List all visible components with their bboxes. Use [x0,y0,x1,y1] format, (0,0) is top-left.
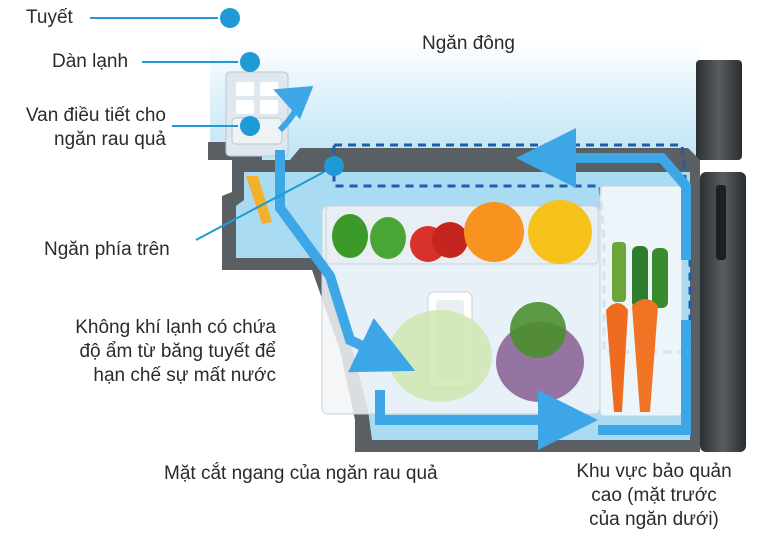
asparagus [612,242,626,302]
evaporator-vent [236,82,254,96]
airflow-arrow [273,85,314,133]
door-handle [716,185,726,260]
cabbage [388,310,492,402]
label-upper-compartment: Ngăn phía trên [44,239,170,260]
airflow-arrow [598,320,691,435]
green-pepper [332,214,368,258]
callout-dot [240,116,260,136]
callout-dot [220,8,240,28]
green-pepper [370,217,406,259]
orange [464,202,524,262]
airflow-arrow [516,128,691,260]
damper-flap [246,176,272,224]
label-valve: Van điều tiết cho ngăn rau quả [25,105,166,150]
upper-compartment-outline [332,143,692,354]
yellow-pepper [528,200,592,264]
evaporator-vent [260,82,278,96]
label-cold-air: Không khí lạnh có chứa độ ẩm từ băng tuy… [75,317,276,386]
airflow-arrow [375,390,598,450]
evaporator-vent [236,100,254,114]
cucumber [632,246,648,308]
broccoli [510,302,566,358]
lower-door [700,172,746,452]
label-snow: Tuyết [26,7,73,28]
callout-line [195,171,325,241]
label-evaporator: Dàn lạnh [52,51,129,72]
label-freezer: Ngăn đông [422,33,515,54]
callout-dot [240,52,260,72]
carrot [606,303,628,412]
carrot [632,299,658,412]
tomato [432,222,468,258]
label-cross-section: Mặt cắt ngang của ngăn rau quả [164,463,438,484]
evaporator-vent [260,100,278,114]
cucumber [652,248,668,308]
label-high-storage: Khu vực bảo quản cao (mặt trước của ngăn… [576,461,732,530]
upper-door [696,60,742,160]
callout-dot [324,156,344,176]
airflow-arrow [275,150,416,373]
